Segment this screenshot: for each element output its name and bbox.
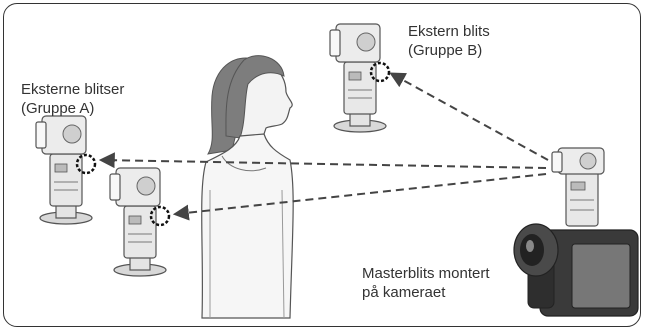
arrow-to-group-b bbox=[392, 74, 548, 160]
person-icon bbox=[202, 56, 293, 318]
label-group-b: Ekstern blits (Gruppe B) bbox=[408, 22, 490, 60]
label-group-a: Eksterne blitser (Gruppe A) bbox=[21, 80, 124, 118]
label-master: Masterblits montert på kameraet bbox=[362, 264, 490, 302]
label-master-line2: på kameraet bbox=[362, 283, 490, 302]
remote-flash-icon bbox=[330, 24, 389, 132]
label-group-a-line1: Eksterne blitser bbox=[21, 80, 124, 99]
camera-icon bbox=[514, 224, 638, 316]
remote-flash-icon bbox=[36, 116, 95, 224]
master-flash-icon bbox=[552, 148, 604, 226]
remote-flash-icon bbox=[110, 168, 169, 276]
signal-arrows bbox=[102, 74, 548, 214]
arrow-to-group-a-1 bbox=[102, 160, 546, 168]
label-group-b-line1: Ekstern blits bbox=[408, 22, 490, 41]
label-master-line1: Masterblits montert bbox=[362, 264, 490, 283]
label-group-a-line2: (Gruppe A) bbox=[21, 99, 124, 118]
label-group-b-line2: (Gruppe B) bbox=[408, 41, 490, 60]
